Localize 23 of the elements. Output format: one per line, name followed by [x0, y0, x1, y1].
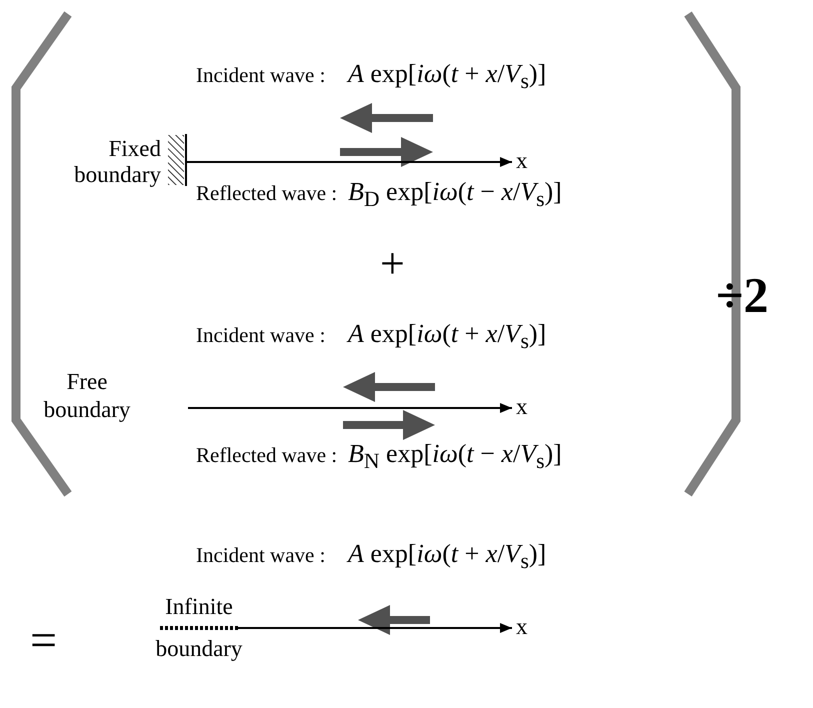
wave-label: Incident wave : — [196, 324, 326, 348]
wave-label: Incident wave : — [196, 64, 326, 88]
wave-label: Reflected wave : — [196, 444, 338, 468]
formula: B$_{N}$ exp[iω(t − x/V$_{s}$)] — [348, 440, 562, 474]
axis-arrow — [238, 623, 512, 633]
axis-arrow — [187, 157, 512, 167]
formula: B$_{D}$ exp[iω(t − x/V$_{s}$)] — [348, 178, 562, 212]
boundary-label: Fixed boundary — [73, 136, 161, 189]
formula: A exp[iω(t + x/V$_{s}$)] — [348, 320, 546, 354]
boundary-label: Infinite — [164, 594, 234, 620]
axis-label: x — [516, 148, 528, 174]
divide-by-two: ÷2 — [716, 268, 768, 323]
axis-label: x — [516, 614, 528, 640]
wave-label: Reflected wave : — [196, 182, 338, 206]
wave-label: Incident wave : — [196, 544, 326, 568]
boundary-label: Free boundary — [42, 368, 132, 424]
formula: A exp[iω(t + x/V$_{s}$)] — [348, 540, 546, 574]
plus-sign: + — [380, 240, 405, 288]
boundary-label: boundary — [154, 636, 244, 662]
axis-label: x — [516, 394, 528, 420]
formula: A exp[iω(t + x/V$_{s}$)] — [348, 60, 546, 94]
axis-arrow — [188, 403, 512, 413]
equals-sign: = — [30, 615, 58, 668]
